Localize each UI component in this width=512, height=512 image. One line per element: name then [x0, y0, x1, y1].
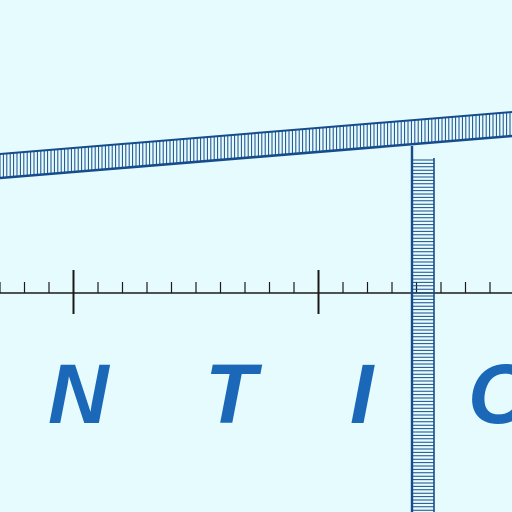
- scale-ticks: [0, 270, 491, 314]
- water-label-letter-i: I: [350, 347, 374, 441]
- boundary-band-horizontal: [0, 111, 512, 180]
- boundary-edge-upper: [0, 111, 512, 155]
- scale-bar: [0, 270, 512, 314]
- water-label-letter-t: T: [205, 347, 257, 441]
- boundary-edge-lower: [0, 134, 512, 180]
- boundary-band-vertical: [410, 146, 435, 512]
- water-label-letter-n: N: [48, 347, 109, 441]
- water-label-letter-o: O: [468, 352, 512, 436]
